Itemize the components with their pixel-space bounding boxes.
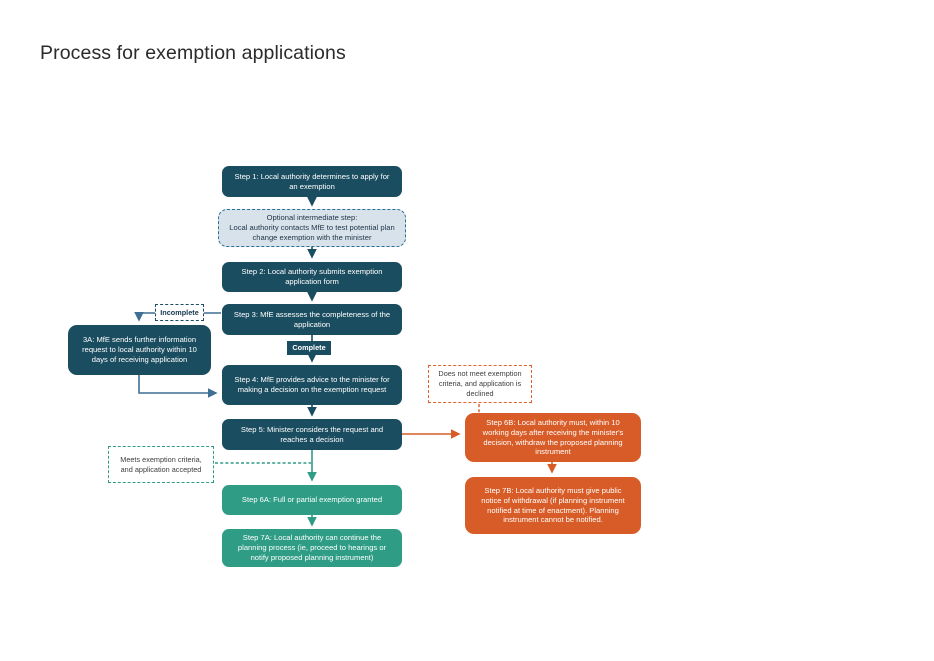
node-step-1-label: Step 1: Local authority determines to ap… bbox=[234, 171, 390, 191]
node-step-1: Step 1: Local authority determines to ap… bbox=[222, 166, 402, 197]
node-step-4: Step 4: MfE provides advice to the minis… bbox=[222, 365, 402, 405]
node-step-5-label: Step 5: Minister considers the request a… bbox=[240, 424, 384, 444]
node-step-2-label: Step 2: Local authority submits exemptio… bbox=[241, 267, 383, 286]
note-accepted: Meets exemption criteria, and applicatio… bbox=[108, 446, 214, 483]
node-optional-step-heading: Optional intermediate step: bbox=[266, 212, 358, 222]
node-step-7b: Step 7B: Local authority must give publi… bbox=[465, 477, 641, 534]
node-step-6a-label: Step 6A: Full or partial exemption grant… bbox=[241, 495, 383, 505]
node-step-3-label: Step 3: MfE assesses the completeness of… bbox=[233, 309, 391, 329]
edge-3a-step4 bbox=[138, 375, 218, 398]
node-optional-step: Optional intermediate step: Local author… bbox=[218, 209, 406, 247]
node-step-3a-label: 3A: MfE sends further information reques… bbox=[82, 335, 197, 364]
node-step-7b-label: Step 7B: Local authority must give publi… bbox=[481, 485, 625, 525]
node-step-3: Step 3: MfE assesses the completeness of… bbox=[222, 304, 402, 335]
node-step-7a: Step 7A: Local authority can continue th… bbox=[222, 529, 402, 567]
node-step-6b-label: Step 6B: Local authority must, within 10… bbox=[482, 417, 624, 457]
node-optional-step-body: Local authority contacts MfE to test pot… bbox=[229, 222, 395, 243]
node-step-2: Step 2: Local authority submits exemptio… bbox=[222, 262, 402, 292]
page-title: Process for exemption applications bbox=[40, 42, 346, 64]
note-declined-text: Does not meet exemption criteria, and ap… bbox=[438, 369, 522, 398]
node-step-7a-label: Step 7A: Local authority can continue th… bbox=[237, 533, 387, 562]
node-step-3a: 3A: MfE sends further information reques… bbox=[68, 325, 211, 375]
label-incomplete-text: Incomplete bbox=[160, 307, 199, 317]
label-complete-text: Complete bbox=[292, 343, 326, 353]
node-step-4-label: Step 4: MfE provides advice to the minis… bbox=[234, 375, 390, 394]
node-step-6a: Step 6A: Full or partial exemption grant… bbox=[222, 485, 402, 515]
note-declined: Does not meet exemption criteria, and ap… bbox=[428, 365, 532, 403]
label-complete: Complete bbox=[287, 341, 331, 355]
node-step-6b: Step 6B: Local authority must, within 10… bbox=[465, 413, 641, 462]
node-step-5: Step 5: Minister considers the request a… bbox=[222, 419, 402, 450]
note-accepted-text: Meets exemption criteria, and applicatio… bbox=[120, 454, 202, 474]
label-incomplete: Incomplete bbox=[155, 304, 204, 321]
